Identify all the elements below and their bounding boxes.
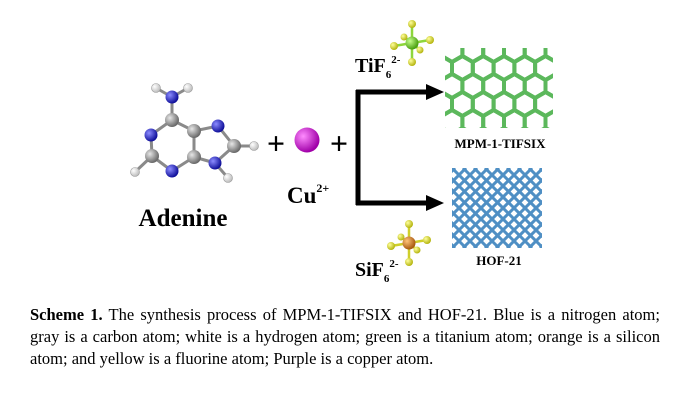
tif6-octahedron <box>390 20 434 66</box>
fluorine-atom <box>387 242 395 250</box>
lattice-strand <box>483 188 542 248</box>
fluorine-atom <box>413 246 421 254</box>
copper-atom <box>294 127 320 153</box>
fluorine-atom <box>405 258 413 266</box>
lattice-strand <box>551 168 631 248</box>
lattice-strand <box>516 221 542 248</box>
hexagon-ring <box>535 20 556 44</box>
plus-sign-left: + <box>267 125 285 161</box>
hexagon-ring <box>514 20 535 44</box>
fluorine-atom <box>397 233 405 241</box>
adenine-molecule <box>130 83 259 183</box>
hexagon-ring <box>543 73 553 99</box>
lattice-strand <box>573 168 653 248</box>
lattice-strand <box>538 243 542 248</box>
reaction-arrows <box>355 84 444 211</box>
plus-sign-right: + <box>330 125 348 161</box>
lattice-strand <box>595 168 675 248</box>
hexagon-ring <box>452 20 473 44</box>
hydrogen-atom <box>183 83 193 93</box>
mpm-1-tifsix-label: MPM-1-TIFSIX <box>455 136 547 151</box>
hexagon-ring <box>556 56 577 80</box>
hexagon-ring <box>445 108 465 128</box>
fluorine-atom <box>426 36 434 44</box>
lattice-strand <box>562 168 642 248</box>
lattice-strand <box>584 168 664 248</box>
lattice-strand <box>505 168 542 206</box>
copper-ion-label: Cu2+ <box>287 181 329 208</box>
lattice-strand <box>538 168 542 173</box>
lattice-strand <box>573 168 653 248</box>
titanium-atom <box>405 36 419 50</box>
hydrogen-atom <box>130 167 140 177</box>
carbon-atom <box>187 124 201 138</box>
nitrogen-atom <box>144 128 158 142</box>
nitrogen-atom <box>208 156 222 170</box>
hexagon-ring <box>556 92 577 116</box>
hof-21-label: HOF-21 <box>476 253 522 268</box>
hexagon-ring <box>473 20 494 44</box>
sif6-label: SiF62- <box>355 258 399 285</box>
arrow-head-bottom <box>426 195 444 211</box>
hexagon-ring <box>460 108 486 128</box>
hydrogen-atom <box>249 141 259 151</box>
lattice-strand <box>353 168 433 248</box>
scheme-figure: Adenine + + Cu2+ TiF62- <box>130 20 675 285</box>
lattice-strand <box>452 242 457 248</box>
hexagon-ring <box>502 108 527 128</box>
lattice-strand <box>595 168 675 248</box>
hexagon-ring <box>481 108 506 128</box>
lattice-strand <box>452 168 457 174</box>
caption-text: The synthesis process of MPM-1-TIFSIX an… <box>30 305 660 368</box>
sif6-octahedron <box>387 220 431 266</box>
hexagon-ring <box>431 20 452 44</box>
nitrogen-atom <box>211 119 225 133</box>
hexagon-ring <box>543 109 553 128</box>
hydrogen-atom <box>151 83 161 93</box>
fluorine-atom <box>408 20 416 28</box>
lattice-strand <box>505 210 542 248</box>
carbon-atom <box>165 113 179 127</box>
hof-21-diamond-net <box>353 168 675 248</box>
hexagon-ring <box>556 128 577 152</box>
scheme-caption: Scheme 1. The synthesis process of MPM-1… <box>30 304 660 370</box>
fluorine-atom <box>408 58 416 66</box>
carbon-atom <box>187 150 201 164</box>
hexagon-ring <box>522 108 548 128</box>
hexagon-ring <box>556 20 577 44</box>
fluorine-atom <box>405 220 413 228</box>
carbon-atom <box>145 149 159 163</box>
carbon-atom <box>227 139 241 153</box>
adenine-label: Adenine <box>139 205 228 232</box>
fluorine-atom <box>416 46 424 54</box>
nitrogen-atom <box>165 164 179 178</box>
fluorine-atom <box>423 236 431 244</box>
lattice-strand <box>516 168 542 195</box>
hydrogen-atom <box>223 173 233 183</box>
hexagon-ring <box>445 127 446 128</box>
fluorine-atom <box>390 42 398 50</box>
caption-label: Scheme 1. <box>30 305 103 324</box>
hexagon-ring <box>494 20 515 44</box>
nitrogen-atom <box>165 90 179 104</box>
mpm-1-tifsix-hexagonal-net <box>421 20 577 152</box>
fluorine-atom <box>400 33 408 41</box>
lattice-strand <box>551 168 631 248</box>
hexagon-ring <box>421 110 442 134</box>
arrow-head-top <box>426 84 444 100</box>
silicon-atom <box>402 236 416 250</box>
lattice-strand <box>494 199 542 248</box>
lattice-strand <box>353 168 433 248</box>
lattice-strand <box>584 168 664 248</box>
tif6-label: TiF62- <box>355 54 401 81</box>
lattice-strand <box>562 168 642 248</box>
